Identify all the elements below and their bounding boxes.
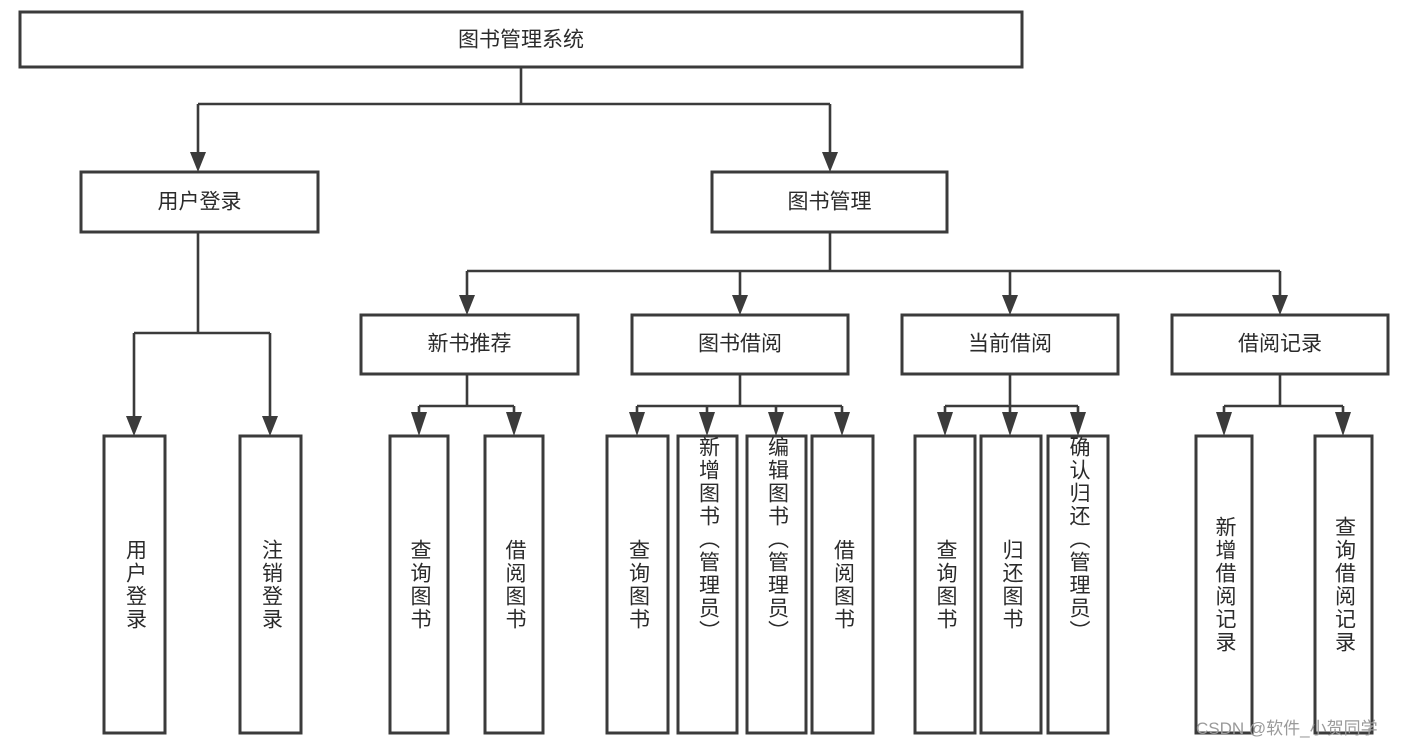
arrowhead-leaf-add-record	[1216, 412, 1232, 436]
connector-new-book-recommend-to-leaves	[411, 374, 522, 436]
arrowhead-leaf-borrow-book-2	[834, 412, 850, 436]
node-leaf-borrow-book-2[interactable]	[810, 434, 875, 735]
connector-borrow-record-to-leaves	[1216, 374, 1351, 436]
connector-user-login-to-leaves	[126, 232, 278, 436]
node-current-borrow-label: 当前借阅	[968, 333, 1052, 356]
node-leaf-query-record[interactable]	[1313, 434, 1374, 735]
connector-root-to-level1	[190, 67, 838, 172]
node-book-borrow-label: 图书借阅	[698, 333, 782, 356]
node-leaf-edit-book[interactable]	[745, 434, 808, 735]
arrowhead-leaf-return-book	[1002, 412, 1018, 436]
node-book-management[interactable]: 图书管理	[710, 170, 949, 234]
node-leaf-user-login[interactable]	[102, 434, 167, 735]
node-book-borrow[interactable]: 图书借阅	[630, 313, 850, 376]
arrowhead-leaf-user-logout	[262, 416, 278, 436]
arrowhead-current-borrow	[1002, 295, 1018, 315]
node-leaf-user-logout[interactable]	[238, 434, 303, 735]
node-new-book-recommend-label: 新书推荐	[428, 333, 512, 356]
node-borrow-record[interactable]: 借阅记录	[1170, 313, 1390, 376]
arrowhead-leaf-add-book	[699, 412, 715, 436]
arrowhead-user-login	[190, 152, 206, 172]
node-leaf-return-book[interactable]	[979, 434, 1043, 735]
node-leaf-query-book-2[interactable]	[605, 434, 670, 735]
node-book-management-label: 图书管理	[788, 191, 872, 214]
arrowhead-leaf-confirm-return	[1070, 412, 1086, 436]
arrowhead-leaf-borrow-book-1	[506, 412, 522, 436]
arrowhead-leaf-query-book-2	[629, 412, 645, 436]
node-leaf-add-book[interactable]	[676, 434, 739, 735]
arrowhead-borrow-record	[1272, 295, 1288, 315]
node-user-login-label: 用户登录	[158, 191, 242, 214]
node-user-login[interactable]: 用户登录	[79, 170, 320, 234]
arrowhead-new-book-recommend	[459, 295, 475, 315]
node-new-book-recommend[interactable]: 新书推荐	[359, 313, 580, 376]
arrowhead-leaf-query-book-1	[411, 412, 427, 436]
node-borrow-record-label: 借阅记录	[1238, 333, 1322, 356]
arrowhead-leaf-edit-book	[768, 412, 784, 436]
connector-current-borrow-to-leaves	[937, 374, 1086, 436]
arrowhead-book-borrow	[732, 295, 748, 315]
connector-book-borrow-to-leaves	[629, 374, 850, 436]
node-leaf-borrow-book-1[interactable]	[483, 434, 545, 735]
node-leaf-add-record[interactable]	[1194, 434, 1254, 735]
node-root-label: 图书管理系统	[458, 29, 584, 52]
arrowhead-leaf-user-login	[126, 416, 142, 436]
connector-book-management-to-level2	[459, 232, 1288, 315]
arrowhead-book-management	[822, 152, 838, 172]
node-current-borrow[interactable]: 当前借阅	[900, 313, 1120, 376]
arrowhead-leaf-query-record	[1335, 412, 1351, 436]
arrowhead-leaf-query-book-3	[937, 412, 953, 436]
node-root[interactable]: 图书管理系统	[18, 10, 1024, 69]
node-leaf-query-book-1[interactable]	[388, 434, 450, 735]
node-leaf-confirm-return[interactable]	[1046, 434, 1110, 735]
node-leaf-query-book-3[interactable]	[913, 434, 977, 735]
